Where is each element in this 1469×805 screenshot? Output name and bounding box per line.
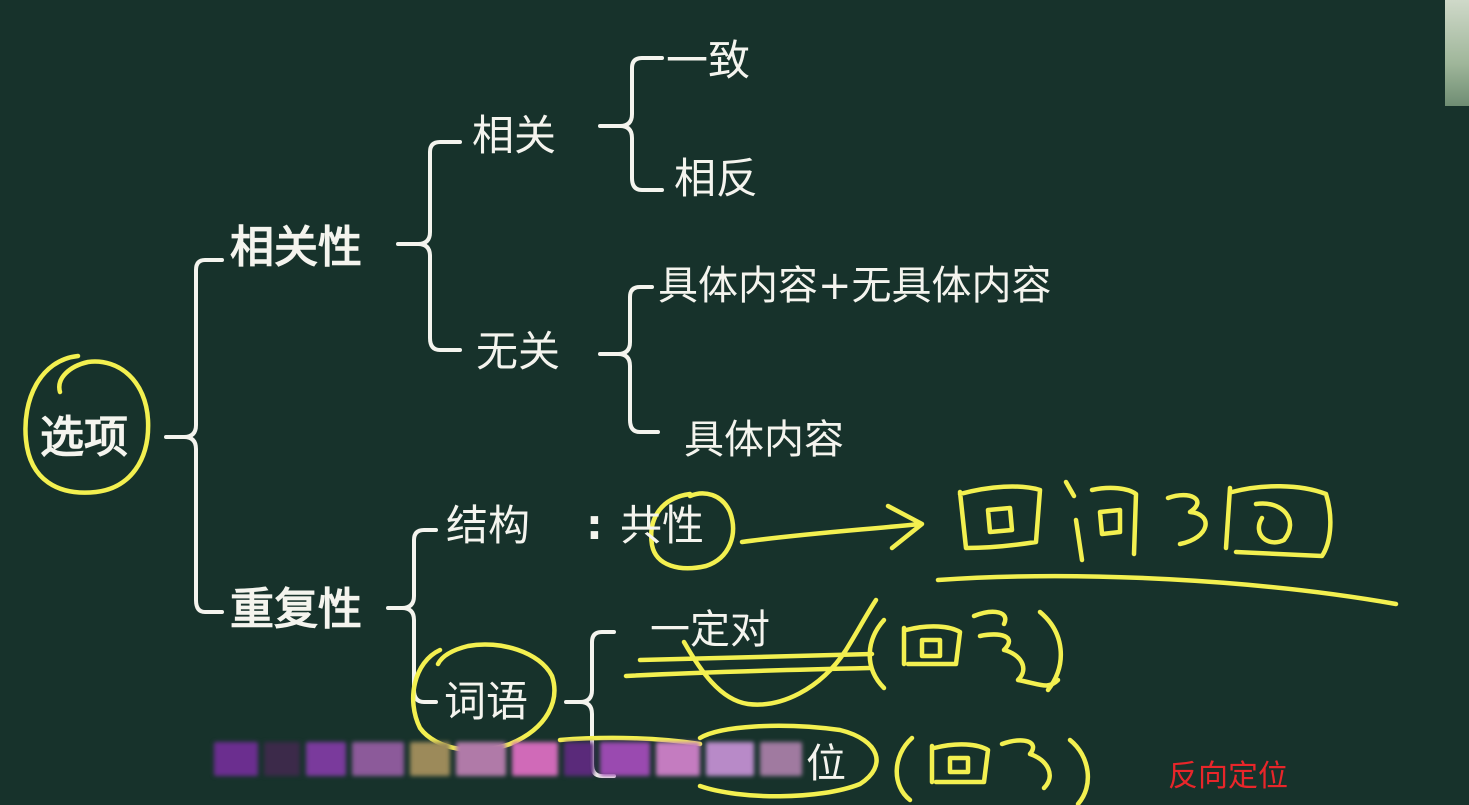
- node-related: 相关: [472, 111, 557, 160]
- handwriting-paren-repeat-2: [894, 735, 1091, 805]
- node-must-be-right: 一定对: [650, 607, 770, 653]
- brace-relevance: [396, 140, 462, 352]
- arrow-commonality: [739, 503, 925, 551]
- circle-commonality: [649, 491, 736, 571]
- node-unrelated: 无关: [476, 327, 561, 376]
- brace-unrelated: [598, 285, 660, 434]
- node-relevance: 相关性: [230, 222, 362, 273]
- node-opposite: 相反: [674, 154, 759, 203]
- node-root: 选项: [40, 412, 128, 463]
- node-structure: 结构: [446, 501, 531, 550]
- node-position-tail: 位: [806, 741, 846, 787]
- handwriting-hui-ci-hui-ju: [957, 479, 1333, 563]
- circle-reverse-position: [697, 723, 879, 799]
- blurred-caption: [214, 736, 804, 782]
- node-words: 词语: [444, 677, 529, 726]
- presenter-camera-thumbnail: [1445, 0, 1469, 106]
- brace-repetition: [386, 528, 438, 704]
- brace-root: [164, 258, 224, 614]
- node-consistent: 一致: [666, 36, 751, 85]
- circle-words: [410, 642, 557, 753]
- node-colon: :: [586, 500, 603, 549]
- node-repetition: 重复性: [230, 584, 362, 635]
- swoop-must-be-right: [681, 597, 879, 707]
- overlay-label: 反向定位: [1168, 759, 1288, 794]
- node-specific-plus-nonspecific: 具体内容+无具体内容: [658, 263, 1052, 309]
- node-commonality: 共性: [620, 501, 705, 550]
- brace-related: [598, 56, 664, 192]
- circle-root: [23, 353, 151, 495]
- underline-long: [935, 573, 1399, 607]
- node-specific: 具体内容: [684, 417, 844, 463]
- handwriting-paren-repeat: [867, 609, 1063, 693]
